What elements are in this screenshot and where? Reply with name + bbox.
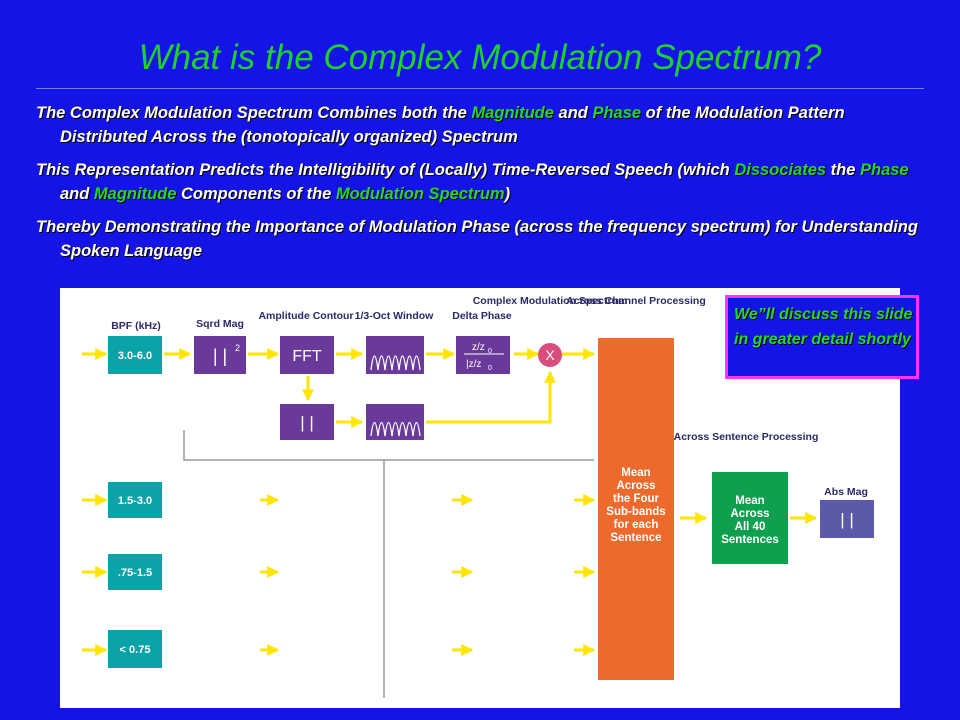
bullet-1: The Complex Modulation Spectrum Combines… — [36, 101, 936, 149]
bpf-box-1 — [108, 336, 162, 374]
bullet-list: The Complex Modulation Spectrum Combines… — [36, 101, 936, 272]
bullet-text: and — [60, 185, 94, 203]
abs-mag-symbol: | | — [840, 510, 854, 529]
header-bpf: BPF (kHz) — [111, 320, 161, 332]
bullet-text: ) — [504, 185, 511, 203]
delta-phase-top-sub: 0 — [488, 348, 492, 355]
sqrd-mag-exponent: 2 — [235, 343, 240, 353]
bpf-box-4 — [108, 630, 162, 668]
title-divider — [36, 88, 924, 89]
callout-note: We”ll discuss this slide in greater deta… — [725, 295, 919, 379]
bullet-highlight: Phase — [860, 161, 909, 179]
across-channel-box — [598, 338, 674, 680]
across-sentence-box — [712, 472, 788, 564]
window-box-top — [366, 336, 424, 374]
delta-phase-bottom: |z/z — [466, 359, 481, 370]
window-waveform-bottom — [370, 421, 421, 437]
sqrd-mag-box — [194, 336, 246, 374]
header-amplitude: Amplitude Contour — [258, 310, 353, 322]
header-sqrd-mag: Sqrd Mag — [196, 318, 244, 330]
delta-phase-box — [456, 336, 510, 374]
grouping-bracket — [183, 430, 594, 698]
magnitude-box — [280, 404, 334, 440]
sqrd-mag-symbol: | | — [213, 346, 227, 366]
top-row-arrows — [82, 348, 818, 656]
bpf-box-2 — [108, 482, 162, 518]
header-third-oct: 1/3-Oct Window — [355, 310, 434, 322]
magnitude-symbol: | | — [300, 413, 314, 432]
fft-label: FFT — [292, 348, 322, 365]
bullet-text: and — [553, 104, 593, 122]
bullet-highlight: Modulation Spectrum — [335, 185, 505, 203]
header-abs-mag: Abs Mag — [824, 486, 868, 498]
bullet-3: Thereby Demonstrating the Importance of … — [36, 215, 936, 263]
bullet-text: of the Modulation Pattern Distributed Ac… — [60, 104, 845, 146]
header-across-sentence: Across Sentence Processing — [674, 431, 819, 443]
bullet-highlight: Magnitude — [93, 185, 177, 203]
bullet-highlight: Phase — [592, 104, 642, 122]
multiply-symbol: X — [545, 347, 555, 363]
bullet-2: This Representation Predicts the Intelli… — [36, 158, 936, 206]
header-complex: Complex Modulation Spectrum — [473, 295, 628, 307]
delta-phase-bottom-sub: 0 — [488, 365, 492, 372]
bullet-text: The Complex Modulation Spectrum Combines… — [36, 104, 472, 122]
band-label-1: 3.0-6.0 — [118, 350, 152, 362]
bullet-text: the — [826, 161, 860, 179]
diagram-svg: BPF (kHz) Sqrd Mag Amplitude Contour 1/3… — [82, 295, 874, 698]
multiply-node — [538, 343, 562, 367]
delta-phase-top: z/z — [472, 342, 485, 353]
band-label-2: 1.5-3.0 — [118, 495, 152, 507]
window-box-bottom — [366, 404, 424, 440]
fft-box — [280, 336, 334, 374]
bullet-highlight: Dissociates — [734, 161, 827, 179]
bullet-highlight: Magnitude — [471, 104, 554, 122]
band-label-4: < 0.75 — [120, 644, 151, 656]
window-waveform-top — [370, 355, 421, 371]
bullet-text: Components of the — [176, 185, 336, 203]
header-delta-phase: Delta Phase — [452, 310, 512, 322]
abs-mag-box — [820, 500, 874, 538]
header-across-channel: Across Channel Processing — [566, 295, 705, 307]
bullet-text: This Representation Predicts the Intelli… — [36, 161, 735, 179]
bullet-text: Thereby Demonstrating the Importance of … — [36, 218, 918, 260]
bpf-box-3 — [108, 554, 162, 590]
band-label-3: .75-1.5 — [118, 567, 152, 579]
slide-title: What is the Complex Modulation Spectrum? — [138, 38, 822, 77]
